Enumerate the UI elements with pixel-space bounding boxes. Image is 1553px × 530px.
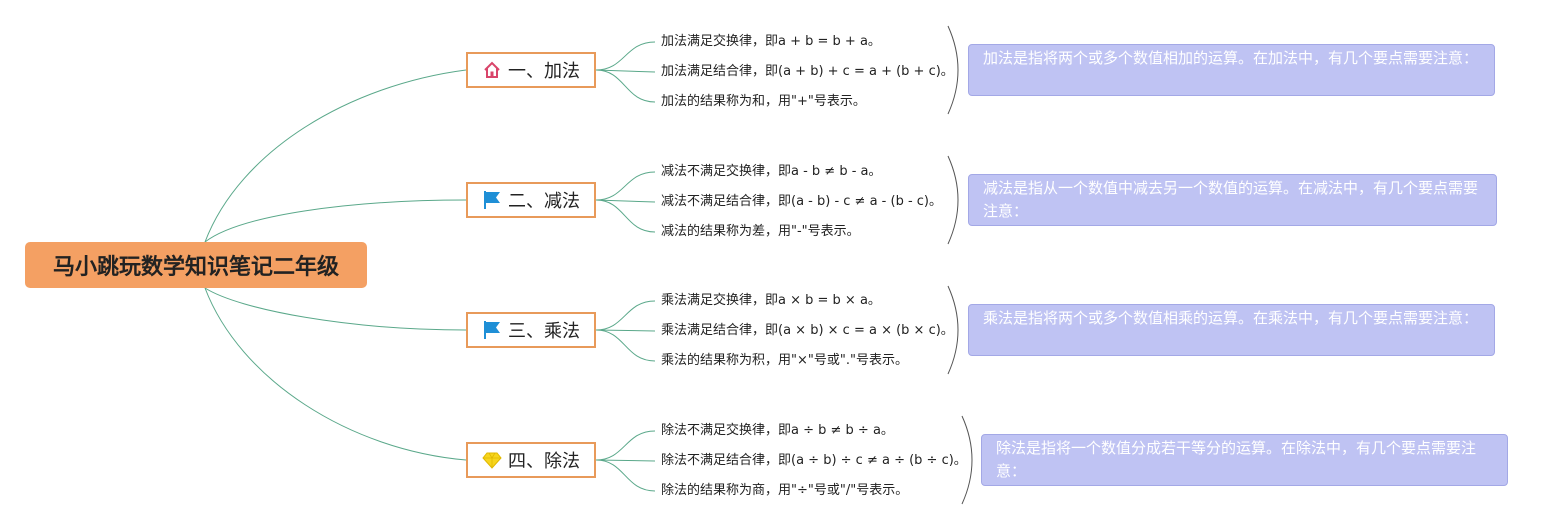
flag-icon [484,321,500,339]
leaf-item[interactable]: 乘法满足结合律，即(a × b) × c = a × (b × c)。 [661,323,954,338]
branch-label: 二、减法 [508,191,580,212]
branch-subtraction[interactable]: 二、减法 [466,182,596,218]
summary-note[interactable]: 除法是指将一个数值分成若干等分的运算。在除法中，有几个要点需要注意： [981,434,1508,486]
branch-label: 四、除法 [508,451,580,472]
diamond-icon [482,452,502,469]
bracket-4 [961,415,973,505]
link-root-branch-2 [204,199,467,243]
branch-division[interactable]: 四、除法 [466,442,596,478]
flag-icon [484,191,500,209]
branch-label: 一、加法 [508,61,580,82]
summary-note[interactable]: 乘法是指将两个或多个数值相乘的运算。在乘法中，有几个要点需要注意： [968,304,1495,356]
summary-note[interactable]: 减法是指从一个数值中减去另一个数值的运算。在减法中，有几个要点需要注意： [968,174,1497,226]
branch-addition[interactable]: 一、加法 [466,52,596,88]
leaf-item[interactable]: 减法不满足结合律，即(a - b) - c ≠ a - (b - c)。 [661,194,942,209]
bracket-3 [947,285,959,375]
leaf-item[interactable]: 加法满足交换律，即a + b = b + a。 [661,34,881,49]
leaf-item[interactable]: 除法不满足结合律，即(a ÷ b) ÷ c ≠ a ÷ (b ÷ c)。 [661,453,967,468]
leaf-item[interactable]: 加法的结果称为和，用"+"号表示。 [661,94,866,109]
leaf-item[interactable]: 减法的结果称为差，用"-"号表示。 [661,224,860,239]
note-text: 除法是指将一个数值分成若干等分的运算。在除法中，有几个要点需要注意： [996,439,1477,480]
house-icon [484,61,500,78]
note-text: 加法是指将两个或多个数值相加的运算。在加法中，有几个要点需要注意： [983,49,1479,67]
branch-label: 三、乘法 [508,321,580,342]
leaf-item[interactable]: 除法的结果称为商，用"÷"号或"/"号表示。 [661,483,909,498]
bracket-1 [947,25,959,115]
note-text: 乘法是指将两个或多个数值相乘的运算。在乘法中，有几个要点需要注意： [983,309,1479,327]
leaf-item[interactable]: 加法满足结合律，即(a + b) + c = a + (b + c)。 [661,64,954,79]
leaf-item[interactable]: 减法不满足交换律，即a - b ≠ b - a。 [661,164,882,179]
leaf-item[interactable]: 乘法满足交换律，即a × b = b × a。 [661,293,881,308]
link-root-branch-1 [204,69,467,243]
link-root-branch-3 [204,287,467,331]
leaf-item[interactable]: 除法不满足交换律，即a ÷ b ≠ b ÷ a。 [661,423,894,438]
root-title: 马小跳玩数学知识笔记二年级 [52,255,339,280]
root-topic[interactable]: 马小跳玩数学知识笔记二年级 [25,242,367,288]
note-text: 减法是指从一个数值中减去另一个数值的运算。在减法中，有几个要点需要注意： [983,179,1479,220]
leaf-item[interactable]: 乘法的结果称为积，用"×"号或"."号表示。 [661,353,908,368]
branch-multiplication[interactable]: 三、乘法 [466,312,596,348]
bracket-2 [947,155,959,245]
link-root-branch-4 [204,287,467,461]
summary-note[interactable]: 加法是指将两个或多个数值相加的运算。在加法中，有几个要点需要注意： [968,44,1495,96]
